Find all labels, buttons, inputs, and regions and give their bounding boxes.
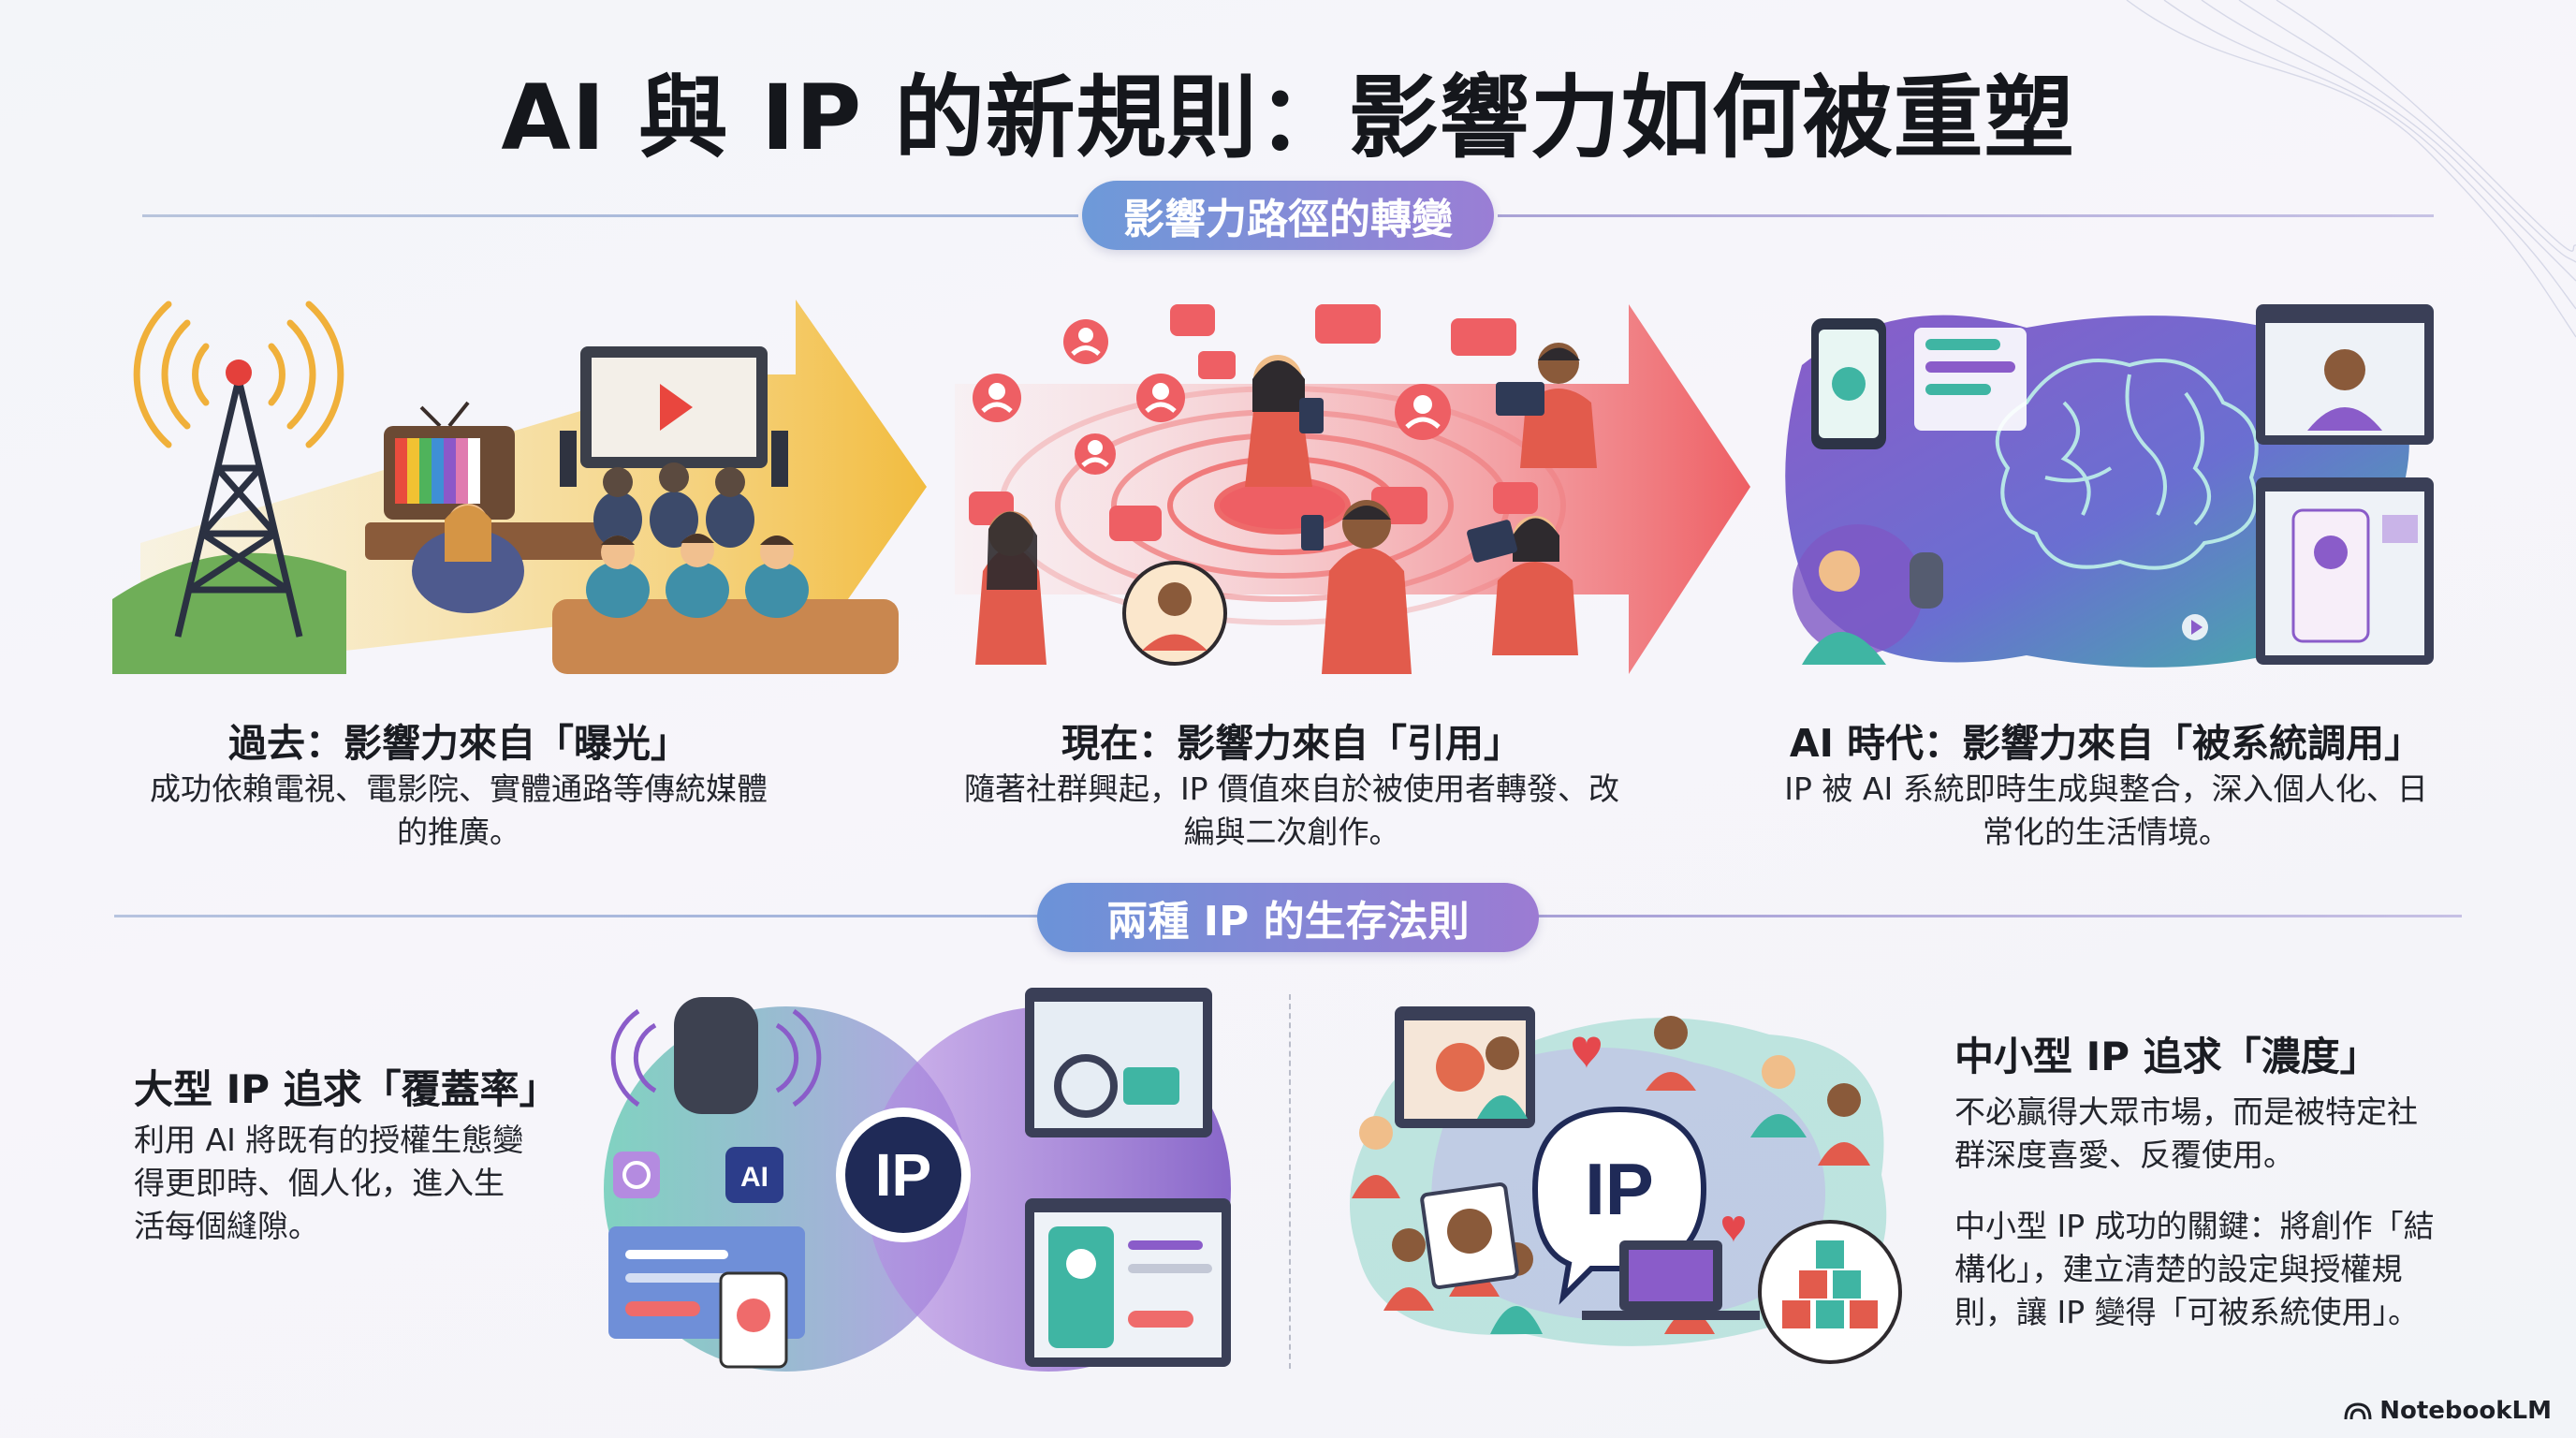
ip-hub-badge: IP <box>836 1108 971 1242</box>
user-with-smart-speaker <box>1793 524 1943 665</box>
stage-past-desc-line-2: 的推廣。 <box>397 814 520 850</box>
illustration-social-sharing-ripples <box>969 304 1597 674</box>
people-with-devices <box>975 343 1597 674</box>
stage-now-desc: 隨著社群興起，IP 價值來自於被使用者轉發、改 編與二次創作。 <box>927 768 1657 854</box>
ai-badge: AI <box>725 1147 783 1203</box>
page-title: AI 與 IP 的新規則：影響力如何被重塑 <box>501 66 2075 170</box>
stage-ai-desc-line-1: IP 被 AI 系統即時生成與整合，深入個人化、日 <box>1784 770 2428 807</box>
section1-label: 影響力路徑的轉變 <box>1082 181 1494 250</box>
stage-now-desc-line-2: 編與二次創作。 <box>1183 814 1400 850</box>
small-ip-desc-2: 中小型 IP 成功的關鍵：將創作「結 構化」，建立清楚的設定與授權規 則，讓 I… <box>1954 1205 2479 1334</box>
stage-past-desc-line-1: 成功依賴電視、電影院、實體通路等傳統媒體 <box>150 770 768 807</box>
presenter-person <box>1245 355 1324 487</box>
large-ip-desc-line-1: 利用 AI 將既有的授權生態變 <box>134 1122 524 1158</box>
small-ip-desc-2-line-2: 構化」，建立清楚的設定與授權規 <box>1954 1251 2403 1287</box>
section2-label: 兩種 IP 的生存法則 <box>1037 883 1539 952</box>
small-ip-hub-label: IP <box>1585 1148 1654 1230</box>
small-ip-desc-1-line-2: 群深度喜愛、反覆使用。 <box>1954 1137 2294 1173</box>
notebooklm-brand: NotebookLM <box>2344 1397 2552 1425</box>
large-ip-desc: 利用 AI 將既有的授權生態變 得更即時、個人化，進入生 活每個縫隙。 <box>134 1119 583 1248</box>
cinema-screen-icon <box>560 346 788 487</box>
small-ip-desc-1-line-1: 不必贏得大眾市場，而是被特定社 <box>1954 1093 2418 1130</box>
stage-now-desc-line-1: 隨著社群興起，IP 價值來自於被使用者轉發、改 <box>963 770 1620 807</box>
illustration-small-ip-community: IP <box>1350 1006 1902 1364</box>
stage-now-title: 現在：影響力來自「引用」 <box>1061 721 1522 766</box>
phone-app-icon <box>1811 318 1886 449</box>
heart-icon <box>1573 1036 1745 1242</box>
stage-ai-desc-line-2: 常化的生活情境。 <box>1983 814 2230 850</box>
car-dashboard-window-icon <box>1025 988 1212 1137</box>
small-ip-desc-2-line-3: 則，讓 IP 變得「可被系統使用」。 <box>1954 1294 2420 1330</box>
brand-name: NotebookLM <box>2379 1397 2552 1425</box>
section2-divider-left <box>114 915 1050 917</box>
notebooklm-logo-icon <box>2344 1402 2372 1420</box>
section2-divider-right <box>1535 915 2462 917</box>
stage-past-title: 過去：影響力來自「曝光」 <box>228 721 689 766</box>
license-card-icon <box>608 1226 805 1369</box>
chat-bubble-icon <box>969 304 1538 541</box>
mobile-profile-window-icon <box>1025 1198 1231 1367</box>
profile-window-icon <box>2256 477 2434 665</box>
building-blocks-icon <box>1758 1220 1902 1364</box>
large-ip-desc-line-2: 得更即時、個人化，進入生 <box>134 1165 505 1201</box>
illustration-large-ip-ecosystem: AI IP <box>604 988 1231 1372</box>
section1-divider-left <box>142 214 1078 217</box>
large-ip-desc-line-3: 活每個縫隙。 <box>134 1208 319 1244</box>
large-ip-hub-label: IP <box>875 1141 931 1209</box>
illustration-ai-brain-system <box>1785 304 2434 668</box>
stage-past-desc: 成功依賴電視、電影院、實體通路等傳統媒體 的推廣。 <box>112 768 805 854</box>
small-ip-desc-2-line-1: 中小型 IP 成功的關鍵：將創作「結 <box>1954 1208 2435 1244</box>
large-ip-title: 大型 IP 追求「覆蓋率」 <box>134 1066 559 1112</box>
background-wave-decoration <box>2126 0 2576 338</box>
stage-ai-title: AI 時代：影響力來自「被系統調用」 <box>1789 721 2423 766</box>
audience-sofa <box>552 534 899 674</box>
user-avatar-icon <box>973 319 1451 475</box>
section1-divider-right <box>1498 214 2434 217</box>
app-logo-icon <box>613 1152 660 1198</box>
small-ip-desc-1: 不必贏得大眾市場，而是被特定社 群深度喜愛、反覆使用。 <box>1954 1091 2479 1177</box>
section-separator <box>1289 994 1291 1369</box>
broadcast-tower-icon <box>133 301 344 638</box>
chat-window-icon <box>1914 328 2027 431</box>
illustration-broadcast-tower-tv-cinema <box>112 301 899 674</box>
portrait-card-icon <box>1420 1182 1519 1289</box>
stage-ai-desc: IP 被 AI 系統即時生成與整合，深入個人化、日 常化的生活情境。 <box>1760 768 2452 854</box>
smart-speaker-icon <box>610 997 822 1114</box>
video-call-window-icon <box>2256 304 2434 445</box>
ai-badge-label: AI <box>740 1162 768 1193</box>
small-ip-title: 中小型 IP 追求「濃度」 <box>1954 1034 2379 1079</box>
computer-workstation-icon <box>1582 1240 1760 1320</box>
brain-icon <box>1995 359 2259 570</box>
